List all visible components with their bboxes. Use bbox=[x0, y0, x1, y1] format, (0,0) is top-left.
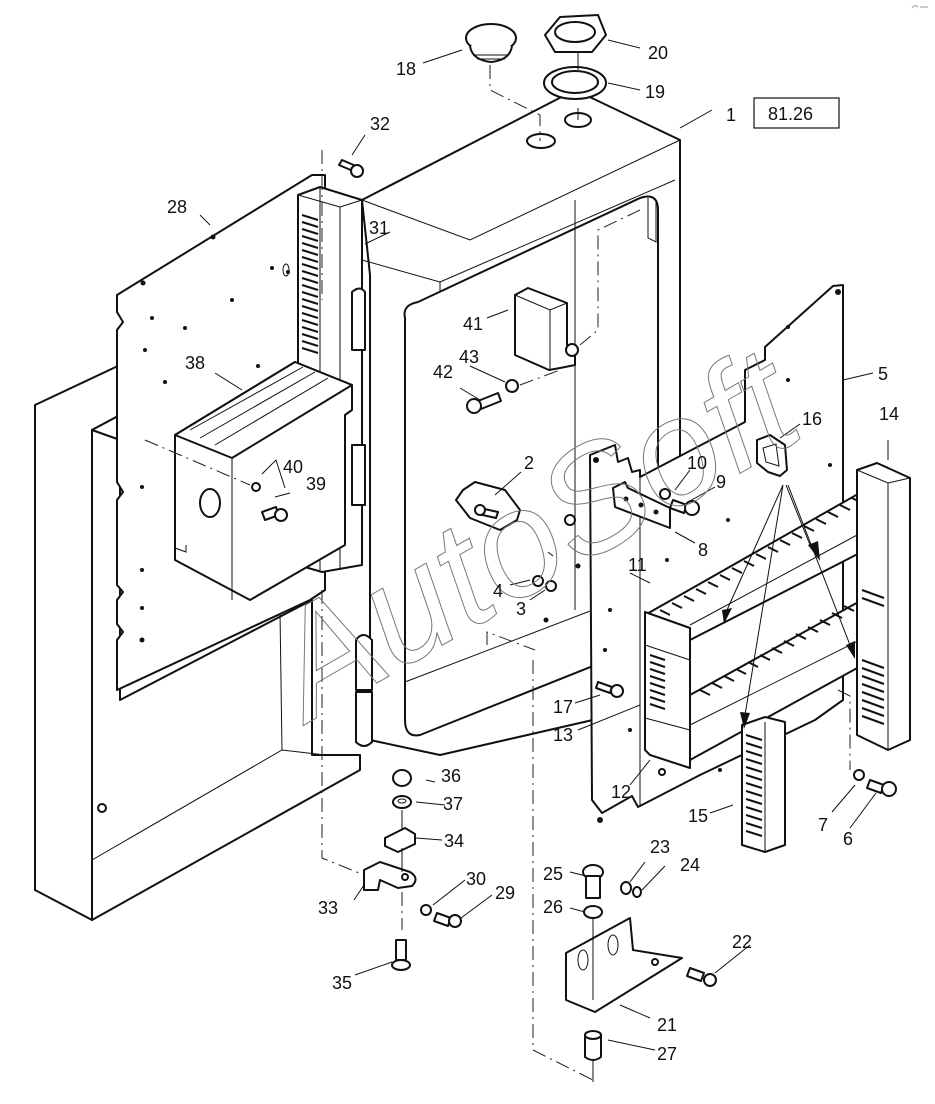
bracket-2 bbox=[455, 481, 557, 592]
callout-22: 22 bbox=[732, 932, 752, 952]
callout-40: 40 bbox=[283, 457, 303, 477]
callout-6: 6 bbox=[843, 829, 853, 849]
callout-43: 43 bbox=[459, 347, 479, 367]
callout-10: 10 bbox=[687, 453, 707, 473]
callout-26: 26 bbox=[543, 897, 563, 917]
callout-labels: 1 2 3 4 5 6 7 8 9 10 11 12 13 14 15 16 1… bbox=[167, 43, 899, 1064]
hinge-icon bbox=[355, 634, 373, 691]
washer-40-icon bbox=[251, 482, 261, 492]
bracket-33 bbox=[321, 590, 417, 930]
washer-24 bbox=[632, 886, 642, 898]
callout-41: 41 bbox=[463, 314, 483, 334]
nut-23 bbox=[620, 881, 632, 895]
component-41 bbox=[466, 209, 641, 414]
callout-17: 17 bbox=[553, 697, 573, 717]
callout-36: 36 bbox=[441, 766, 461, 786]
bolt-6 bbox=[866, 779, 897, 797]
callout-28: 28 bbox=[167, 197, 187, 217]
callout-2: 2 bbox=[524, 453, 534, 473]
washer-30 bbox=[420, 904, 432, 916]
module-38 bbox=[144, 361, 353, 601]
spacer-27 bbox=[584, 1030, 602, 1082]
callout-11: 11 bbox=[628, 555, 647, 575]
callout-39: 39 bbox=[306, 474, 326, 494]
callout-23: 23 bbox=[650, 837, 670, 857]
washer-43-icon bbox=[505, 379, 519, 393]
callout-32: 32 bbox=[370, 114, 390, 134]
callout-16: 16 bbox=[802, 409, 822, 429]
callout-21: 21 bbox=[657, 1015, 677, 1035]
bolt-25 bbox=[582, 864, 604, 899]
leader-lines bbox=[199, 39, 889, 1051]
nut-3-icon bbox=[545, 580, 557, 592]
screw-35 bbox=[391, 939, 411, 971]
cable-duct-14 bbox=[856, 462, 911, 751]
washer-4-icon bbox=[532, 575, 544, 587]
callout-33: 33 bbox=[318, 898, 338, 918]
door-screw-icon bbox=[97, 803, 107, 813]
callout-42: 42 bbox=[433, 362, 453, 382]
part-16 bbox=[756, 434, 788, 477]
screw-17 bbox=[595, 681, 624, 698]
direction-arrows bbox=[722, 484, 855, 729]
bracket-8 bbox=[612, 481, 700, 529]
bracket-21 bbox=[532, 660, 683, 1081]
callout-14: 14 bbox=[879, 404, 899, 424]
callout-4: 4 bbox=[493, 581, 503, 601]
corner-mark-icon bbox=[911, 4, 928, 9]
clip-34 bbox=[384, 827, 416, 853]
washer-10-icon bbox=[659, 488, 671, 500]
plug-18 bbox=[465, 23, 541, 141]
callout-1: 1 bbox=[726, 105, 736, 125]
callout-34: 34 bbox=[444, 831, 464, 851]
callout-9: 9 bbox=[716, 472, 726, 492]
washer-7 bbox=[837, 689, 865, 781]
ring-19 bbox=[543, 52, 607, 120]
washer-26 bbox=[583, 905, 603, 919]
callout-30: 30 bbox=[466, 869, 486, 889]
callout-37: 37 bbox=[443, 794, 463, 814]
callout-25: 25 bbox=[543, 864, 563, 884]
washer-37 bbox=[392, 795, 412, 809]
cable-duct-15 bbox=[741, 716, 786, 853]
screw-32 bbox=[321, 150, 364, 300]
callout-27: 27 bbox=[657, 1044, 677, 1064]
callout-31: 31 bbox=[369, 218, 389, 238]
callout-19: 19 bbox=[645, 82, 665, 102]
screw-39-icon bbox=[274, 508, 288, 522]
callout-15: 15 bbox=[688, 806, 708, 826]
cable-duct-13 bbox=[644, 611, 691, 776]
callout-3: 3 bbox=[516, 599, 526, 619]
nut-icon bbox=[564, 514, 576, 526]
callout-29: 29 bbox=[495, 883, 515, 903]
reference-number: 81.26 bbox=[768, 104, 813, 124]
bolt-29 bbox=[433, 912, 462, 928]
nut-36 bbox=[392, 769, 412, 787]
callout-7: 7 bbox=[818, 815, 828, 835]
nut-20 bbox=[544, 14, 607, 53]
callout-13: 13 bbox=[553, 725, 573, 745]
callout-8: 8 bbox=[698, 540, 708, 560]
callout-20: 20 bbox=[648, 43, 668, 63]
bolt-9-icon bbox=[669, 499, 688, 514]
callout-35: 35 bbox=[332, 973, 352, 993]
bolt-22 bbox=[686, 967, 717, 987]
reference-box[interactable]: 81.26 bbox=[753, 97, 840, 129]
callout-18: 18 bbox=[396, 59, 416, 79]
callout-12: 12 bbox=[611, 782, 631, 802]
callout-38: 38 bbox=[185, 353, 205, 373]
callout-5: 5 bbox=[878, 364, 888, 384]
callout-24: 24 bbox=[680, 855, 700, 875]
